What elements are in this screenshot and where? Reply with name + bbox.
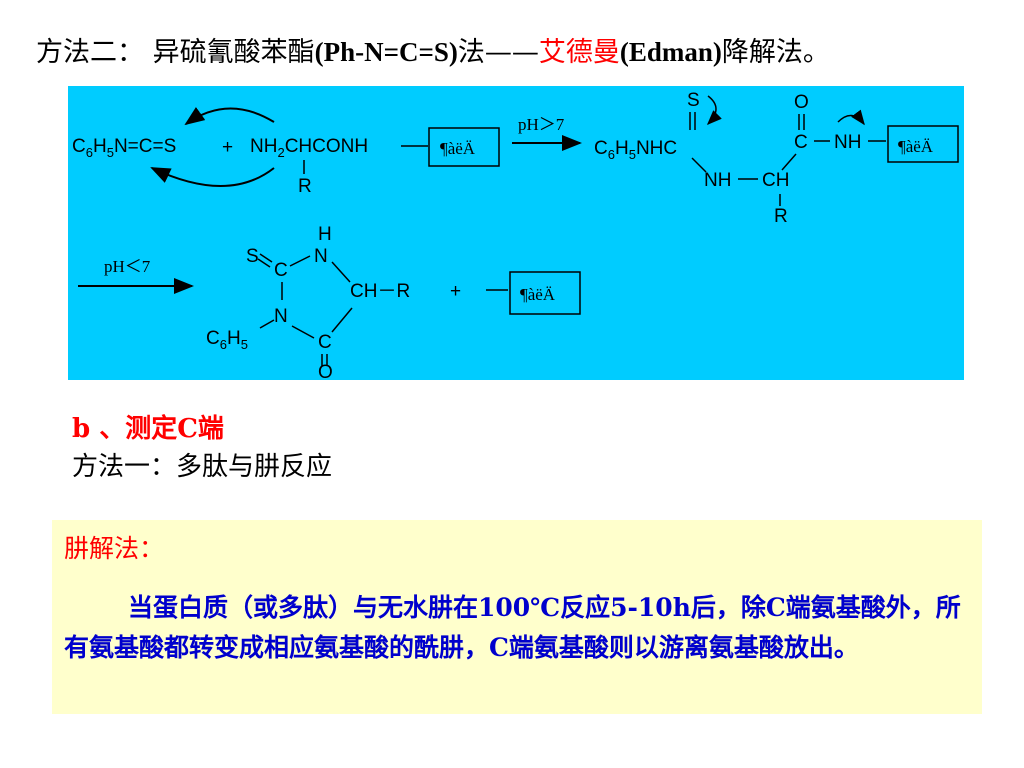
atom-o-1: O: [794, 92, 809, 113]
reaction-scheme-panel: C6H5N=C=S + NH2CHCONH R ¶àëÄ pH＞7 C6H5NH…: [68, 86, 964, 380]
r-group-1: R: [298, 176, 312, 197]
section-b-heading: b 、测定C端: [72, 414, 224, 444]
curved-arrow-nh: [837, 109, 865, 126]
peptide-box-3: [509, 271, 581, 315]
ring-atom-o: O: [318, 362, 333, 380]
peptide-formula: NH2CHCONH: [250, 136, 368, 160]
ring-ch-r: CH－R: [350, 281, 410, 302]
curved-arrow-bottom: [150, 167, 275, 187]
ring-atom-c2: C: [274, 260, 288, 281]
ring-phenyl: C6H5: [206, 328, 248, 352]
atom-nh: NH: [704, 170, 731, 191]
title-part1: 方法二： 异硫氰酸苯酯: [36, 37, 315, 68]
condition-ph-gt-7: pH＞7: [518, 115, 565, 134]
peptide-box-1: [428, 127, 500, 167]
plus-sign-2: +: [450, 281, 461, 302]
ring-atom-s: S: [246, 246, 259, 267]
reaction-scheme: C6H5N=C=S + NH2CHCONH R ¶àëÄ pH＞7 C6H5NH…: [72, 90, 959, 380]
peptide-box-1-label: ¶àëÄ: [440, 139, 476, 158]
slide-title: 方法二： 异硫氰酸苯酯(Ph-N=C=S)法——艾德曼(Edman)降解法。: [36, 34, 1016, 71]
curved-arrow-top: [184, 107, 275, 126]
title-formula: (Ph-N=C=S): [314, 37, 458, 67]
title-part3: 降解法。: [721, 37, 830, 68]
method-one-heading: 方法一：多肽与肼反应: [72, 452, 333, 482]
atom-nh-2: NH: [834, 132, 861, 153]
title-edman: (Edman): [619, 37, 722, 67]
note-body: 当蛋白质（或多肽）与无水肼在100℃反应5-10h后，除C端氨基酸外，所有氨基酸…: [64, 593, 961, 662]
ring-atom-h: H: [318, 224, 332, 245]
atom-c-carbonyl: C: [794, 132, 808, 153]
ring-atom-c5: C: [318, 332, 332, 353]
title-highlight: 艾德曼: [538, 37, 620, 68]
atom-s: S: [687, 90, 700, 111]
title-part2: 法——: [457, 37, 539, 68]
peptide-box-2-label: ¶àëÄ: [898, 137, 934, 156]
r-group-2: R: [774, 206, 788, 227]
hydrazinolysis-note-box: 肼解法： 当蛋白质（或多肽）与无水肼在100℃反应5-10h后，除C端氨基酸外，…: [52, 520, 982, 714]
peptide-box-3-label: ¶àëÄ: [520, 285, 556, 304]
plus-sign-1: +: [222, 137, 233, 158]
peptide-box-2: [887, 125, 959, 163]
reagent-formula: C6H5N=C=S: [72, 136, 176, 160]
ring-atom-n1: N: [274, 306, 288, 327]
intermediate-formula: C6H5NHC: [594, 138, 677, 162]
curved-arrow-s: [706, 95, 722, 126]
atom-ch: CH: [762, 170, 789, 191]
condition-ph-lt-7: pH＜7: [104, 257, 151, 276]
ring-atom-n3: N: [314, 246, 328, 267]
note-title: 肼解法：: [64, 534, 165, 563]
